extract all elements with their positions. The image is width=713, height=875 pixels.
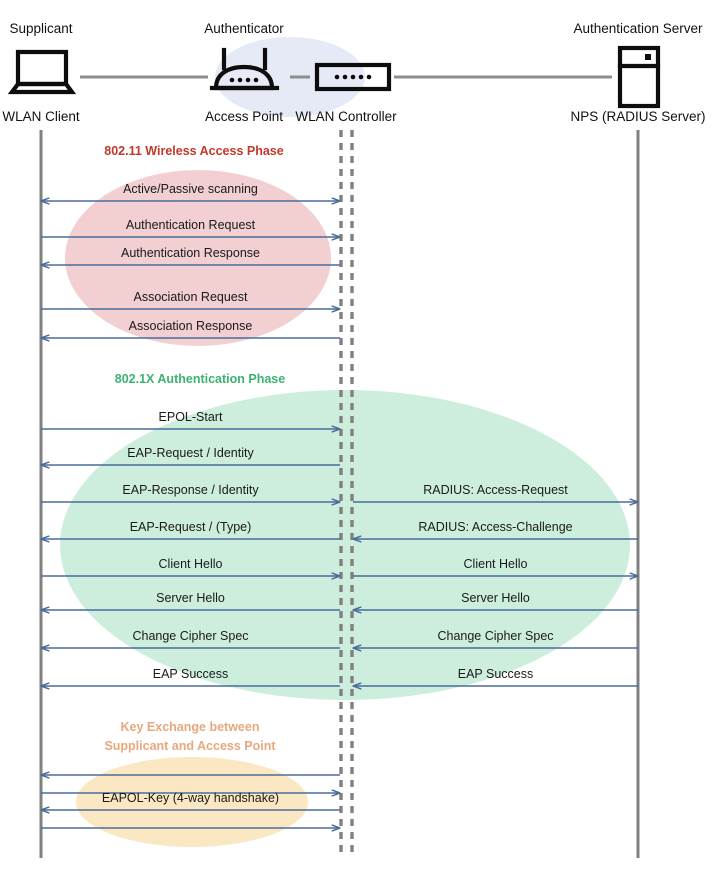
- message-label-left-12: EAP Success: [153, 667, 229, 681]
- message-label-right-2: Client Hello: [464, 557, 528, 571]
- actor-device-label-2: WLAN Controller: [295, 109, 397, 124]
- phase-ellipse-dot1x: [60, 390, 630, 700]
- phase-ellipse-group: [60, 170, 630, 847]
- message-label-left-10: Server Hello: [156, 591, 225, 605]
- message-label-right-5: EAP Success: [458, 667, 534, 681]
- message-label-left-6: EAP-Request / Identity: [127, 446, 254, 460]
- message-label-left-15: EAPOL-Key (4-way handshake): [102, 791, 279, 805]
- phase-label-keyexchange: Supplicant and Access Point: [104, 739, 276, 753]
- message-label-left-0: Active/Passive scanning: [123, 182, 258, 196]
- actor-device-label-3: NPS (RADIUS Server): [570, 109, 705, 124]
- access-point-icon: [209, 47, 280, 91]
- message-label-left-4: Association Response: [129, 319, 253, 333]
- phase-ellipse-keyexchange: [76, 757, 308, 847]
- actor-role-label: Authenticator: [204, 21, 284, 36]
- wlan-controller-icon: [314, 62, 392, 92]
- actor-title-group: Supplicant Authenticator Authentication Se…: [9, 21, 703, 36]
- message-label-left-8: EAP-Request / (Type): [130, 520, 252, 534]
- phase-label-keyexchange: Key Exchange between: [121, 720, 260, 734]
- message-label-left-11: Change Cipher Spec: [132, 629, 248, 643]
- message-label-right-4: Change Cipher Spec: [437, 629, 553, 643]
- actor-device-label-group: WLAN Client Access Point WLAN Controller NP…: [2, 109, 705, 124]
- phase-ellipse-wireless: [65, 170, 331, 346]
- laptop-icon: [7, 49, 77, 95]
- server-icon: [617, 45, 661, 109]
- actor-role-label: Supplicant: [9, 21, 72, 36]
- message-label-left-3: Association Request: [134, 290, 248, 304]
- phase-label-wireless: 802.11 Wireless Access Phase: [104, 144, 283, 158]
- actor-role-label: Authentication Server: [573, 21, 703, 36]
- message-label-left-5: EPOL-Start: [159, 410, 223, 424]
- message-label-right-1: RADIUS: Access-Challenge: [418, 520, 572, 534]
- message-arrow-group: [41, 201, 638, 828]
- message-label-right-0: RADIUS: Access-Request: [423, 483, 568, 497]
- actor-device-label-1: Access Point: [205, 109, 283, 124]
- message-label-right-3: Server Hello: [461, 591, 530, 605]
- message-label-left-9: Client Hello: [159, 557, 223, 571]
- phase-label-group: 802.11 Wireless Access Phase 802.1X Authe…: [104, 144, 285, 753]
- message-label-left-2: Authentication Response: [121, 246, 260, 260]
- message-label-left-7: EAP-Response / Identity: [122, 483, 259, 497]
- phase-label-dot1x: 802.1X Authentication Phase: [115, 372, 285, 386]
- message-label-left-1: Authentication Request: [126, 218, 256, 232]
- actor-device-label-0: WLAN Client: [2, 109, 80, 124]
